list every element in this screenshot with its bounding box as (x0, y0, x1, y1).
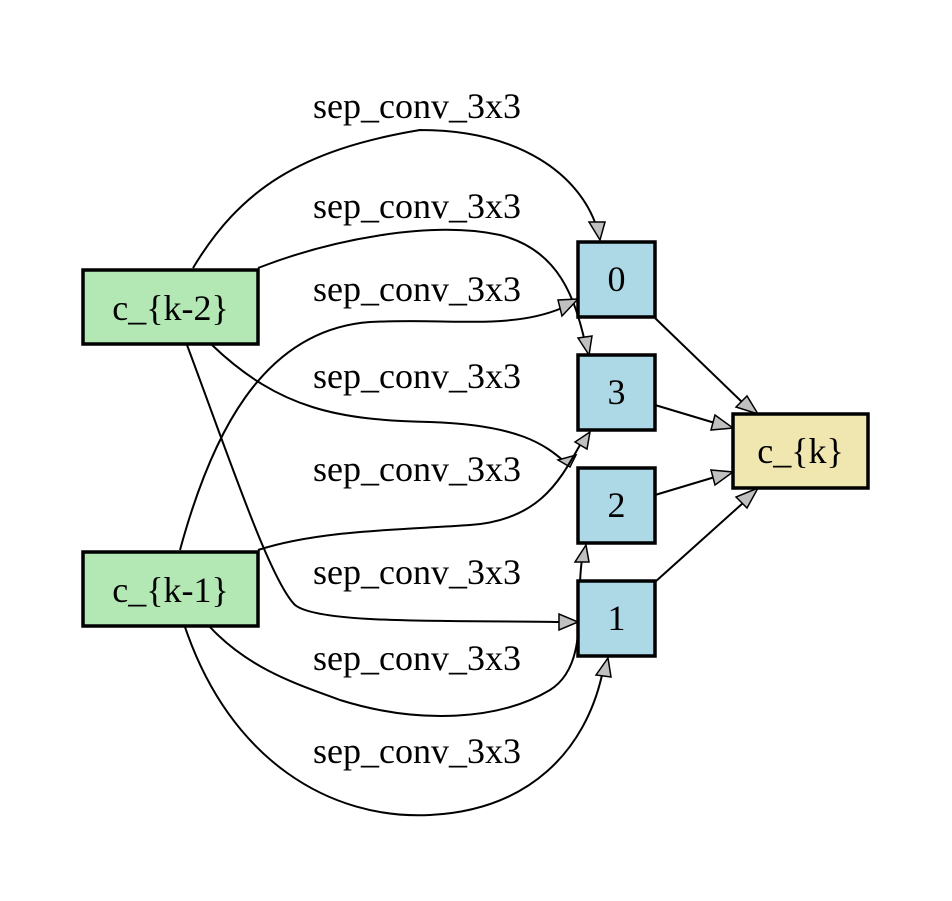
edge-ck1-to-1: sep_conv_3x3 (184, 626, 612, 817)
edge-ck1-to-0: sep_conv_3x3 (179, 269, 580, 551)
edge-label: sep_conv_3x3 (313, 731, 521, 771)
node-label: c_{k} (757, 431, 844, 471)
node-c-k: c_{k} (731, 412, 870, 490)
edge-label: sep_conv_3x3 (313, 269, 521, 309)
node-label: 0 (608, 259, 626, 299)
node-c-k-1: c_{k-1} (81, 550, 260, 628)
node-label: c_{k-2} (112, 288, 229, 328)
edge-label: sep_conv_3x3 (313, 638, 521, 678)
edge-ck2-to-1: sep_conv_3x3 (186, 344, 580, 632)
node-1: 1 (576, 579, 657, 658)
node-label: c_{k-1} (112, 570, 229, 610)
node-label: 1 (608, 598, 626, 638)
node-3: 3 (576, 353, 657, 432)
node-2: 2 (576, 466, 657, 545)
edge-3-to-ck (654, 404, 736, 431)
edge-label: sep_conv_3x3 (313, 186, 521, 226)
edge-label: sep_conv_3x3 (313, 449, 521, 489)
edge-label: sep_conv_3x3 (313, 552, 521, 592)
node-0: 0 (576, 240, 657, 319)
edge-ck2-to-0: sep_conv_3x3 (192, 86, 606, 269)
edge-0-to-ck (654, 317, 760, 416)
edge-ck1-to-2: sep_conv_3x3 (209, 542, 590, 717)
edge-ck2-to-3: sep_conv_3x3 (257, 186, 593, 358)
edge-ck1-to-3: sep_conv_3x3 (257, 430, 592, 551)
edge-2-to-ck (654, 469, 736, 496)
node-label: 2 (608, 485, 626, 525)
edge-ck2-to-2: sep_conv_3x3 (211, 344, 578, 469)
edge-label: sep_conv_3x3 (313, 86, 521, 126)
edge-label: sep_conv_3x3 (313, 356, 521, 396)
node-label: 3 (608, 372, 626, 412)
node-c-k-2: c_{k-2} (81, 268, 260, 346)
edge-1-to-ck (654, 486, 760, 583)
